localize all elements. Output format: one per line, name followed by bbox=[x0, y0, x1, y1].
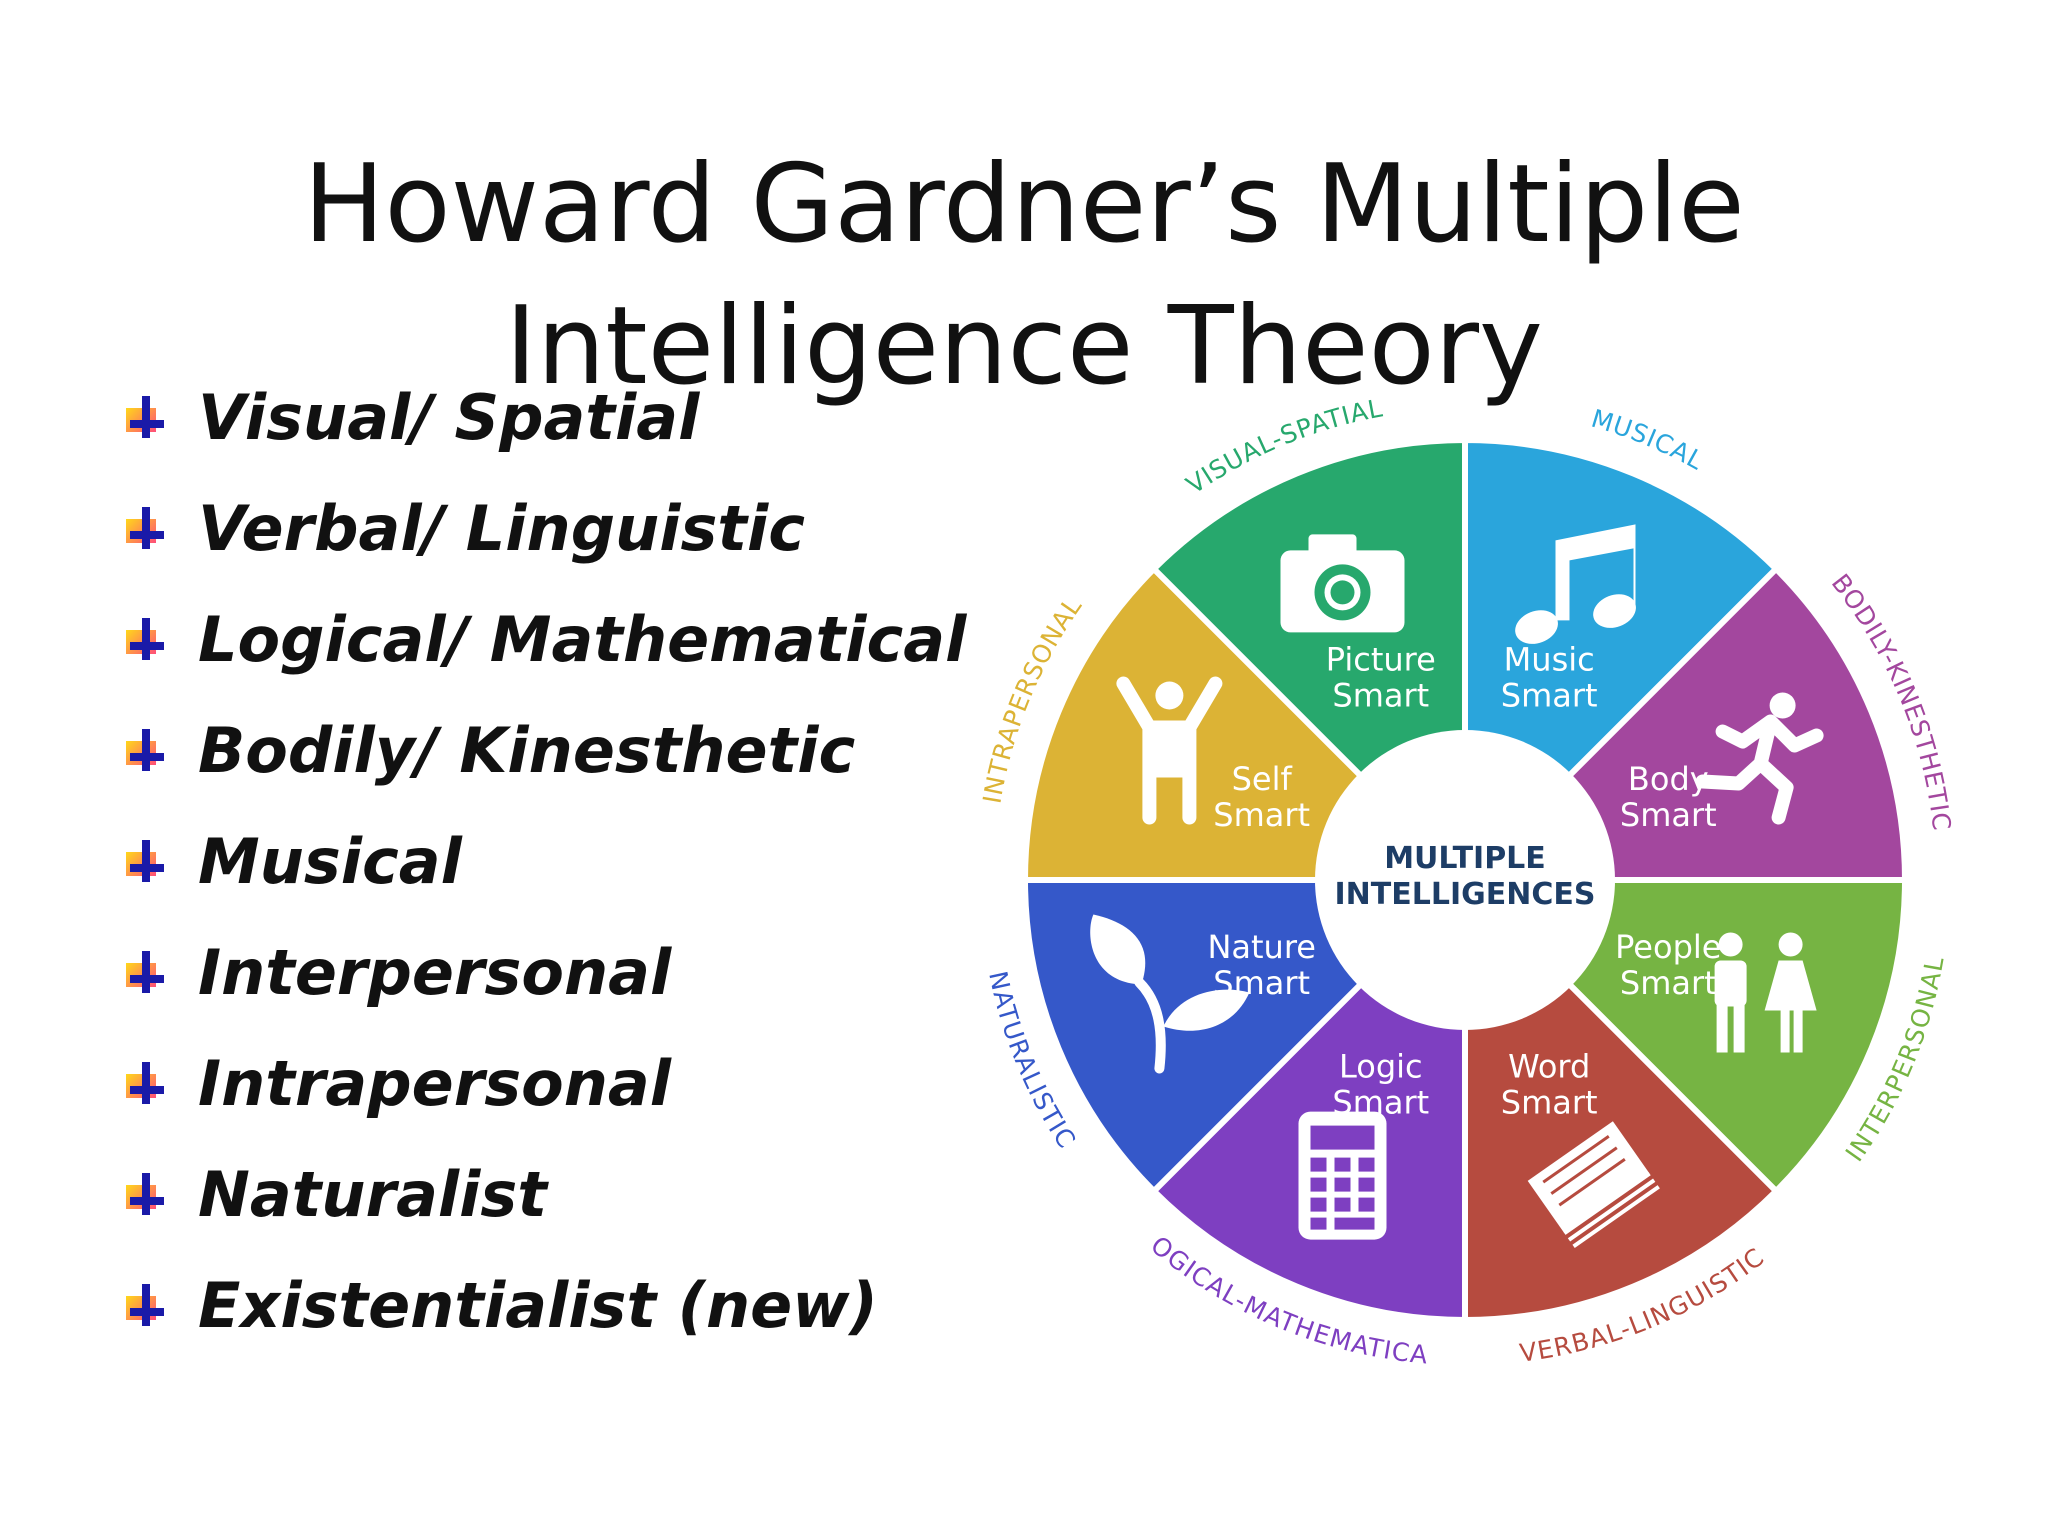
segment-label: Smart bbox=[1213, 796, 1310, 834]
camera-icon bbox=[1280, 534, 1405, 633]
people-icon bbox=[1714, 932, 1817, 1053]
segment-label: Self bbox=[1232, 760, 1293, 798]
bullet-text: Verbal/ Linguistic bbox=[198, 492, 806, 565]
bullet-item: Visual/ Spatial bbox=[122, 362, 966, 473]
leaf-icon bbox=[1090, 914, 1250, 1074]
person-arms-up-icon bbox=[1116, 676, 1223, 825]
bullet-item: Intrapersonal bbox=[122, 1028, 966, 1139]
segment-label: Word bbox=[1508, 1047, 1590, 1085]
bullet-item: Interpersonal bbox=[122, 917, 966, 1028]
center-label-line-2: INTELLIGENCES bbox=[1335, 877, 1596, 912]
book-icon bbox=[1527, 1121, 1660, 1249]
bullet-text: Interpersonal bbox=[198, 936, 672, 1009]
segment-label: Logic bbox=[1339, 1047, 1423, 1085]
bullet-text: Existentialist (new) bbox=[198, 1269, 878, 1342]
bullet-text: Musical bbox=[198, 825, 462, 898]
segment-label: Smart bbox=[1620, 796, 1717, 834]
bullet-icon bbox=[122, 723, 178, 779]
bullet-icon bbox=[122, 1278, 178, 1334]
bullet-item: Verbal/ Linguistic bbox=[122, 473, 966, 584]
segment-label: Nature bbox=[1207, 928, 1316, 966]
slide-title: Howard Gardner’s Multiple Intelligence T… bbox=[0, 134, 2048, 418]
bullet-icon bbox=[122, 945, 178, 1001]
center-circle bbox=[1315, 730, 1615, 1030]
bullet-list: Visual/ Spatial Verbal/ Linguistic Logic… bbox=[122, 362, 966, 1361]
segment-label: Smart bbox=[1620, 964, 1717, 1002]
segment-label: Smart bbox=[1501, 677, 1598, 715]
bullet-item: Existentialist (new) bbox=[122, 1250, 966, 1361]
bullet-text: Visual/ Spatial bbox=[198, 381, 700, 454]
calculator-icon bbox=[1298, 1111, 1387, 1240]
bullet-item: Logical/ Mathematical bbox=[122, 584, 966, 695]
bullet-icon bbox=[122, 834, 178, 890]
bullet-item: Bodily/ Kinesthetic bbox=[122, 695, 966, 806]
bullet-text: Intrapersonal bbox=[198, 1047, 671, 1120]
segment-label: Picture bbox=[1326, 641, 1436, 679]
title-line-1: Howard Gardner’s Multiple bbox=[303, 142, 1745, 268]
title-line-2: Intelligence Theory bbox=[505, 284, 1543, 410]
bullet-text: Naturalist bbox=[198, 1158, 547, 1231]
music-note-icon bbox=[1515, 524, 1636, 644]
bullet-icon bbox=[122, 501, 178, 557]
segment-label: Body bbox=[1628, 760, 1709, 798]
bullet-icon bbox=[122, 1056, 178, 1112]
segment-label: Music bbox=[1504, 641, 1595, 679]
bullet-icon bbox=[122, 612, 178, 668]
bullet-icon bbox=[122, 1167, 178, 1223]
multiple-intelligences-wheel: MusicSmartBodySmartPeopleSmartWordSmartL… bbox=[940, 370, 1955, 1370]
segment-label: Smart bbox=[1332, 677, 1429, 715]
bullet-text: Bodily/ Kinesthetic bbox=[198, 714, 856, 787]
center-label-line-1: MULTIPLE bbox=[1384, 841, 1546, 876]
bullet-item: Naturalist bbox=[122, 1139, 966, 1250]
segment-label: Smart bbox=[1501, 1083, 1598, 1121]
running-person-icon bbox=[1695, 692, 1824, 825]
bullet-text: Logical/ Mathematical bbox=[198, 603, 967, 676]
bullet-item: Musical bbox=[122, 806, 966, 917]
bullet-icon bbox=[122, 390, 178, 446]
segment-label: People bbox=[1615, 928, 1721, 966]
